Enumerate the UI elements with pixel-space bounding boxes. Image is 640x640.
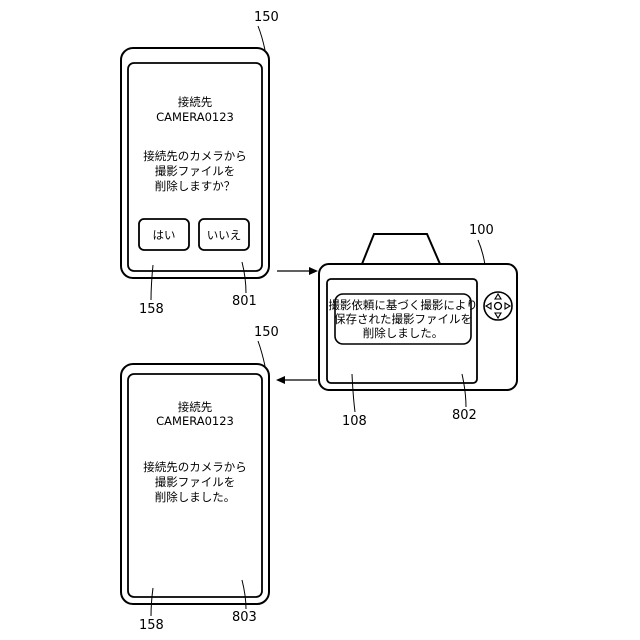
ref-leader-158-bottom [151,588,153,616]
ref-label-158-bottom: 158 [139,618,164,633]
ref-label-150-top: 150 [254,10,279,25]
ref-leader-100 [478,240,485,265]
ref-label-803: 803 [232,610,257,625]
ref-label-150-bottom: 150 [254,325,279,340]
camera-message-line-3: 削除しました。 [363,326,444,340]
arrow-to-phone [276,376,317,384]
camera-dpad[interactable] [484,292,512,320]
ref-leader-108 [352,374,355,412]
phone-bottom-message-line-1: 接続先のカメラから [143,460,247,474]
arrow-to-camera [277,267,318,275]
phone-top-camera-name: CAMERA0123 [156,110,234,124]
no-button[interactable]: いいえ [199,219,249,250]
yes-button-label: はい [153,228,176,242]
ref-label-108: 108 [342,414,367,429]
ref-leader-150-bottom [258,341,265,366]
phone-top-message-line-2: 撮影ファイルを [155,164,236,178]
no-button-label: いいえ [207,228,242,242]
dpad-up-icon[interactable] [495,294,501,299]
dpad-ring [484,292,512,320]
phone-top: 接続先 CAMERA0123 接続先のカメラから 撮影ファイルを 削除しますか？… [121,10,279,317]
camera-message-line-2: 保存された撮影ファイルを [334,312,472,326]
phone-top-message-line-1: 接続先のカメラから [143,149,247,163]
ref-label-100: 100 [469,223,494,238]
dpad-left-icon[interactable] [486,303,491,309]
dpad-center-button[interactable] [495,303,502,310]
camera-message-box: 撮影依頼に基づく撮影により 保存された撮影ファイルを 削除しました。 [328,294,477,344]
ref-leader-150-top [258,26,265,50]
ref-label-801: 801 [232,294,257,309]
phone-top-title: 接続先 [178,95,213,109]
camera: 撮影依頼に基づく撮影により 保存された撮影ファイルを 削除しました。 100 1… [319,223,517,429]
phone-bottom: 接続先 CAMERA0123 接続先のカメラから 撮影ファイルを 削除しました。… [121,325,279,633]
ref-label-158-top: 158 [139,302,164,317]
camera-message-line-1: 撮影依頼に基づく撮影により [328,298,477,312]
ref-label-802: 802 [452,408,477,423]
phone-bottom-message-line-2: 撮影ファイルを [155,475,236,489]
phone-bottom-camera-name: CAMERA0123 [156,414,234,428]
camera-viewfinder-hump [362,234,440,264]
phone-bottom-title: 接続先 [178,400,213,414]
dpad-right-icon[interactable] [505,303,510,309]
phone-top-message-line-3: 削除しますか？ [155,179,236,193]
phone-bottom-message-line-3: 削除しました。 [155,490,236,504]
yes-button[interactable]: はい [139,219,189,250]
dpad-down-icon[interactable] [495,313,501,318]
